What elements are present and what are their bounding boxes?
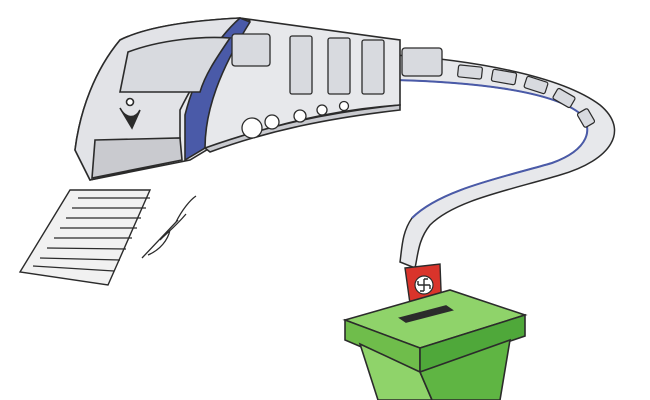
railway-track [20, 190, 150, 285]
train-windshield [120, 38, 230, 92]
ballot-box [345, 290, 525, 400]
train [75, 18, 442, 180]
train-tail-ribbon [395, 55, 615, 268]
artist-signature [142, 196, 196, 258]
swastika-symbol [415, 276, 433, 294]
